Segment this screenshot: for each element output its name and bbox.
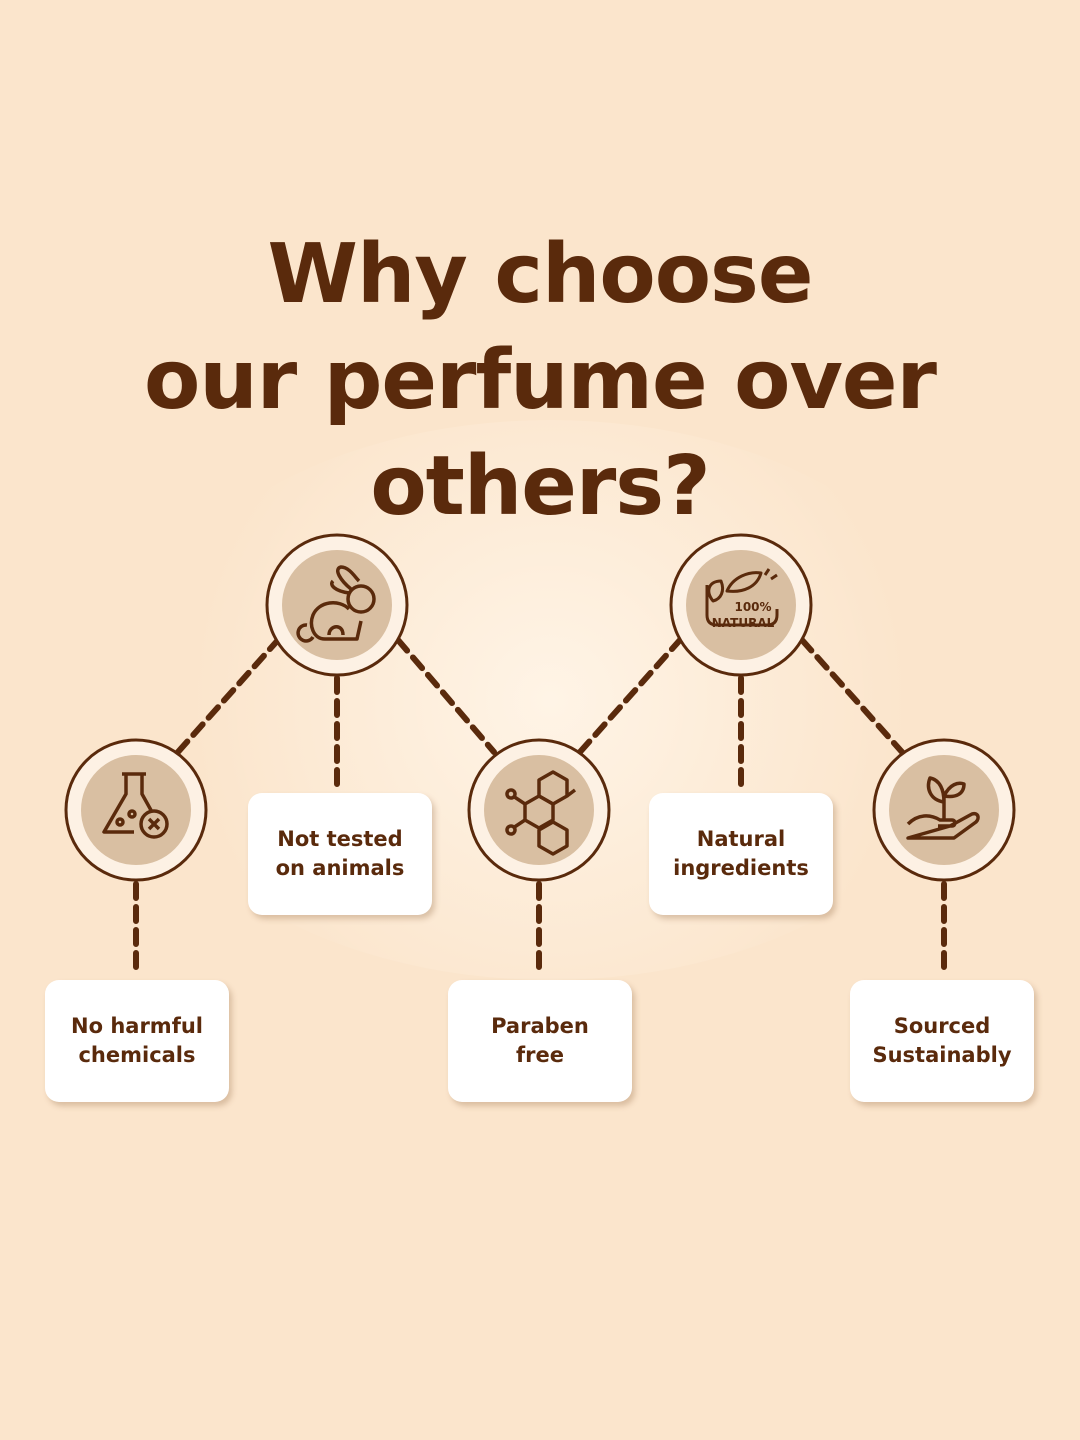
feature-label-line-2: chemicals [78,1043,196,1067]
badge-text-100: 100% [734,600,771,614]
feature-label-line-1: Sourced [893,1014,991,1038]
feature-label-line-2: on animals [275,856,405,880]
hand-plant-icon [872,738,1016,882]
title-line-1: Why choose [267,227,814,322]
natural-leaf-badge-icon: 100% NATURAL [669,533,813,677]
feature-card-sourced-sustainably: Sourced Sustainably [850,980,1034,1102]
badge-text-natural: NATURAL [712,616,775,630]
feature-label-line-1: No harmful [71,1014,203,1038]
feature-label-line-1: Natural [696,827,786,851]
feature-label-line-2: Sustainably [872,1043,1012,1067]
rabbit-icon [265,533,409,677]
title-line-2: our perfume over others? [144,333,937,534]
dashed-connectors [133,637,947,978]
flask-x-icon [64,738,208,882]
feature-card-not-tested-on-animals: Not tested on animals [248,793,432,915]
feature-label-line-2: free [516,1043,564,1067]
feature-label-line-2: ingredients [673,856,809,880]
feature-card-no-harmful-chemicals: No harmful chemicals [45,980,229,1102]
feature-label-line-1: Not tested [277,827,403,851]
page-title: Why choose our perfume over others? [0,222,1080,540]
feature-card-paraben-free: Paraben free [448,980,632,1102]
icon-circles: 100% NATURAL [64,533,1016,882]
molecule-icon [467,738,611,882]
feature-card-natural-ingredients: Natural ingredients [649,793,833,915]
feature-label-line-1: Paraben [491,1014,589,1038]
